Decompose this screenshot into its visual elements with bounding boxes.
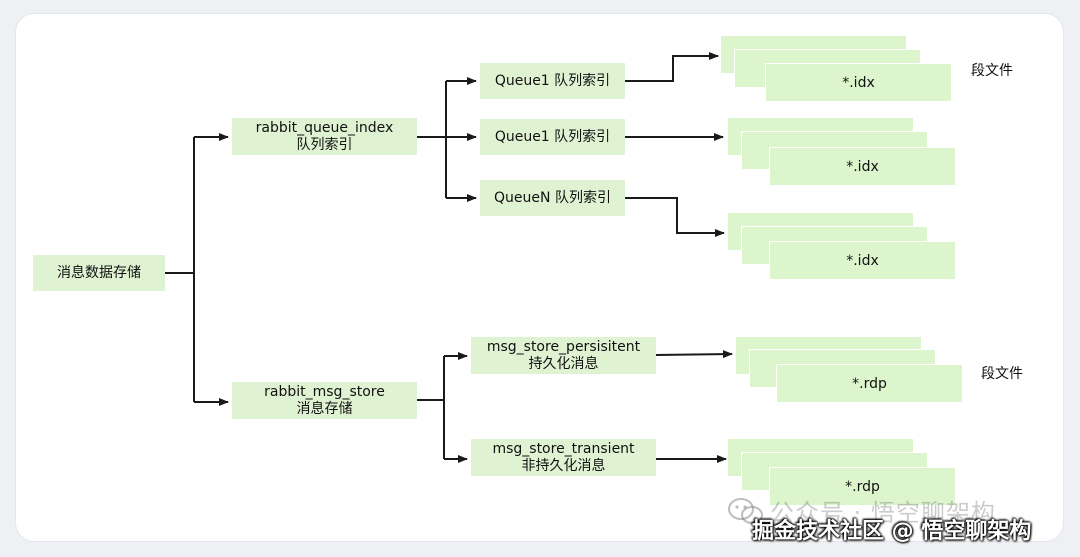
- idx-file-3: *.idx: [770, 242, 955, 279]
- queue-index-desc: 队列索引: [296, 136, 353, 153]
- queue-node-1: Queue1 队列索引: [480, 63, 625, 99]
- transient-store-name: msg_store_transient: [492, 440, 635, 457]
- msg-store-name: rabbit_msg_store: [264, 383, 385, 400]
- juejin-watermark: 掘金技术社区 @ 悟空聊架构: [752, 519, 1032, 544]
- root-node: 消息数据存储: [33, 255, 165, 291]
- wechat-icon: [728, 498, 763, 524]
- queue-node-2: Queue1 队列索引: [480, 119, 625, 155]
- queue-index-node: rabbit_queue_index 队列索引: [232, 118, 417, 155]
- queue-index-name: rabbit_queue_index: [255, 119, 394, 136]
- queue-node-label: Queue1 队列索引: [494, 72, 611, 89]
- persistent-store-node: msg_store_persisitent 持久化消息: [471, 337, 656, 374]
- idx-file-label: *.idx: [842, 74, 875, 91]
- rdp-file-1: *.rdp: [777, 365, 962, 402]
- queue-node-n: QueueN 队列索引: [480, 180, 625, 216]
- rdp-file-label: *.rdp: [852, 375, 887, 392]
- rdp-file-2: *.rdp: [770, 468, 955, 505]
- store-segment-label: 段文件: [981, 366, 1023, 382]
- connector-queuen-file: [625, 197, 725, 237]
- queue-node-label: Queue1 队列索引: [494, 128, 611, 145]
- msg-store-node: rabbit_msg_store 消息存储: [232, 382, 417, 419]
- wechat-watermark: 公众号 · 悟空聊架构: [770, 499, 996, 527]
- index-segment-label: 段文件: [971, 63, 1013, 79]
- root-label: 消息数据存储: [57, 264, 141, 281]
- idx-file-label: *.idx: [846, 158, 879, 175]
- transient-store-node: msg_store_transient 非持久化消息: [471, 439, 656, 476]
- queue-node-label: QueueN 队列索引: [494, 189, 611, 206]
- persistent-store-desc: 持久化消息: [528, 355, 599, 372]
- connector-queue1a-file: [625, 52, 719, 82]
- transient-store-desc: 非持久化消息: [521, 457, 606, 474]
- idx-file-label: *.idx: [846, 252, 879, 269]
- msg-store-desc: 消息存储: [296, 400, 353, 417]
- idx-file-2: *.idx: [770, 148, 955, 185]
- rdp-file-label: *.rdp: [845, 478, 880, 495]
- idx-file-1: *.idx: [766, 64, 951, 101]
- persistent-store-name: msg_store_persisitent: [486, 338, 641, 355]
- connector-persistent-file: [655, 350, 733, 359]
